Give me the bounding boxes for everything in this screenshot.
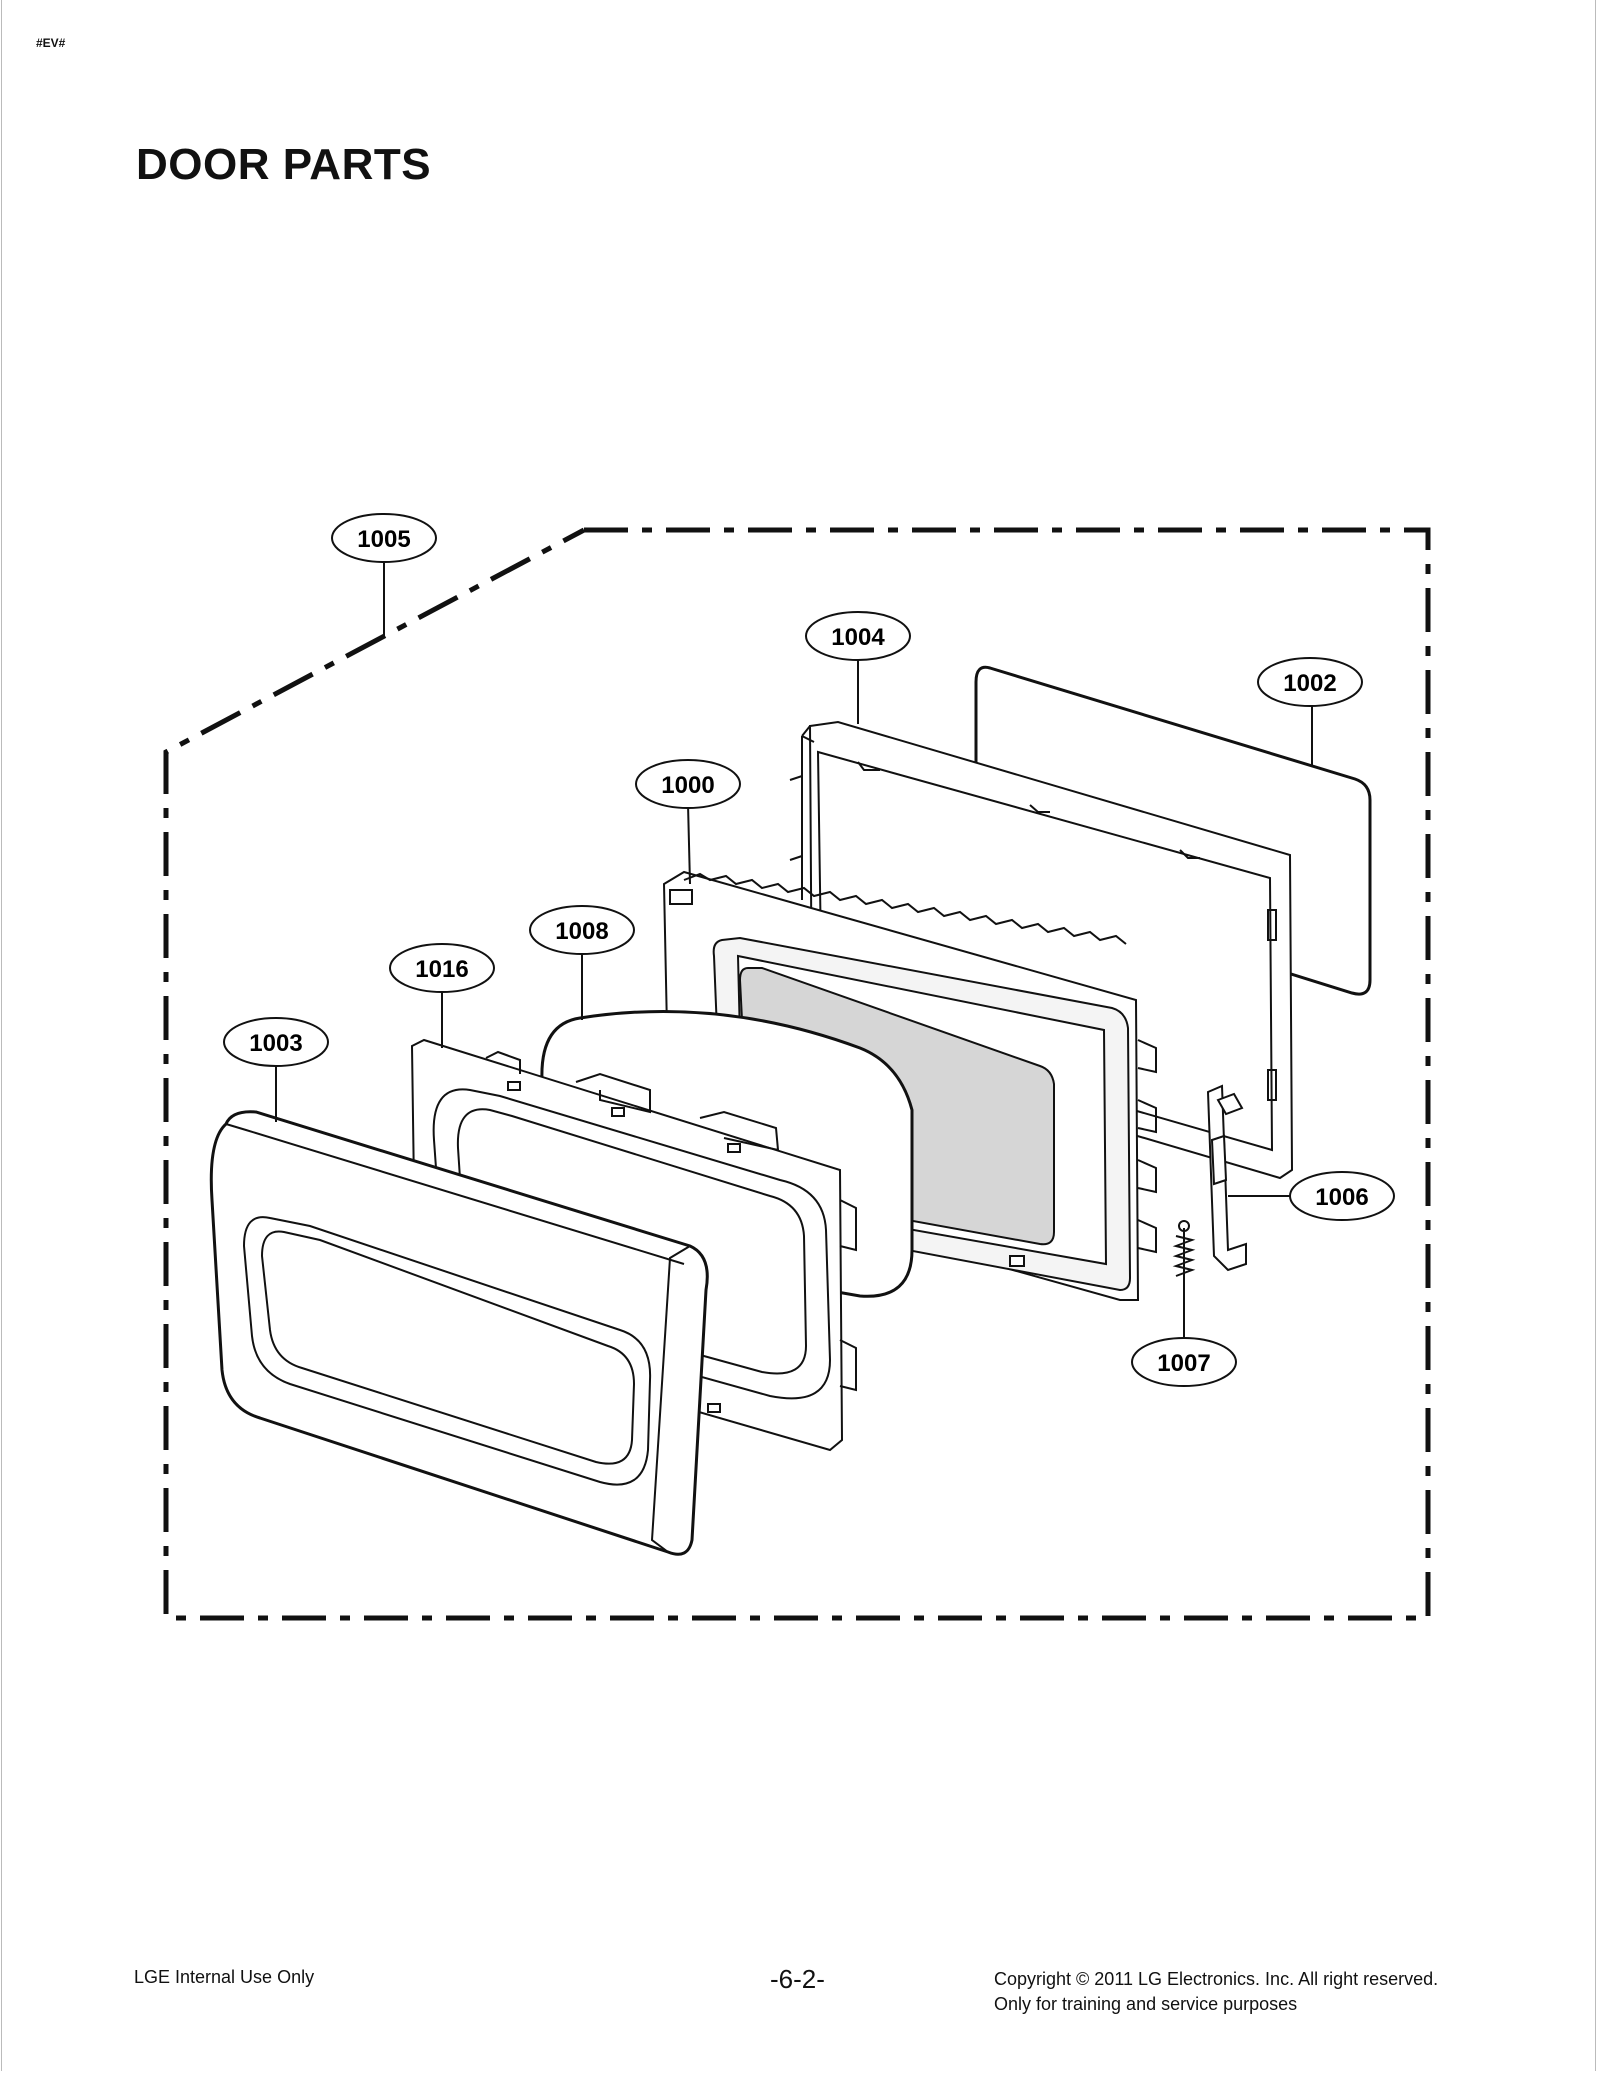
part-1007-spring bbox=[1172, 1220, 1196, 1282]
callout-1006: 1006 bbox=[1289, 1171, 1395, 1221]
svg-text:1002: 1002 bbox=[1283, 670, 1336, 697]
training-notice: Only for training and service purposes bbox=[994, 1994, 1298, 2014]
document-code: #EV# bbox=[36, 36, 66, 50]
leader-lines bbox=[275, 562, 1313, 1342]
callout-1000: 1000 bbox=[635, 759, 741, 809]
callout-1003: 1003 bbox=[223, 1017, 329, 1067]
part-1003-outer-door-frame bbox=[209, 1110, 709, 1556]
copyright-line: Copyright © 2011 LG Electronics. Inc. Al… bbox=[994, 1969, 1439, 1989]
svg-text:1008: 1008 bbox=[555, 918, 608, 945]
svg-text:1003: 1003 bbox=[249, 1030, 302, 1057]
svg-text:1007: 1007 bbox=[1157, 1350, 1210, 1377]
page-title: DOOR PARTS bbox=[136, 140, 432, 189]
callout-1016: 1016 bbox=[389, 943, 495, 993]
assembly-boundary bbox=[163, 527, 1431, 1621]
callout-1002: 1002 bbox=[1257, 657, 1363, 707]
callouts: 1005 1004 1002 1000 1008 1016 1003 1006 bbox=[223, 513, 1395, 1387]
part-1006-latch bbox=[1206, 1084, 1247, 1272]
svg-text:1000: 1000 bbox=[661, 772, 714, 799]
footer-internal-use: LGE Internal Use Only bbox=[134, 1967, 315, 1987]
footer-copyright: Copyright © 2011 LG Electronics. Inc. Al… bbox=[994, 1967, 1438, 2017]
callout-1005: 1005 bbox=[331, 513, 437, 563]
callout-1007: 1007 bbox=[1131, 1337, 1237, 1387]
page-number: -6-2- bbox=[770, 1964, 825, 1994]
part-1000-door-panel bbox=[662, 870, 1157, 1301]
svg-text:1005: 1005 bbox=[357, 526, 410, 553]
callout-1004: 1004 bbox=[805, 611, 911, 661]
svg-text:1006: 1006 bbox=[1315, 1184, 1368, 1211]
callout-1008: 1008 bbox=[529, 905, 635, 955]
svg-text:1004: 1004 bbox=[831, 624, 885, 651]
svg-text:1016: 1016 bbox=[415, 956, 468, 983]
